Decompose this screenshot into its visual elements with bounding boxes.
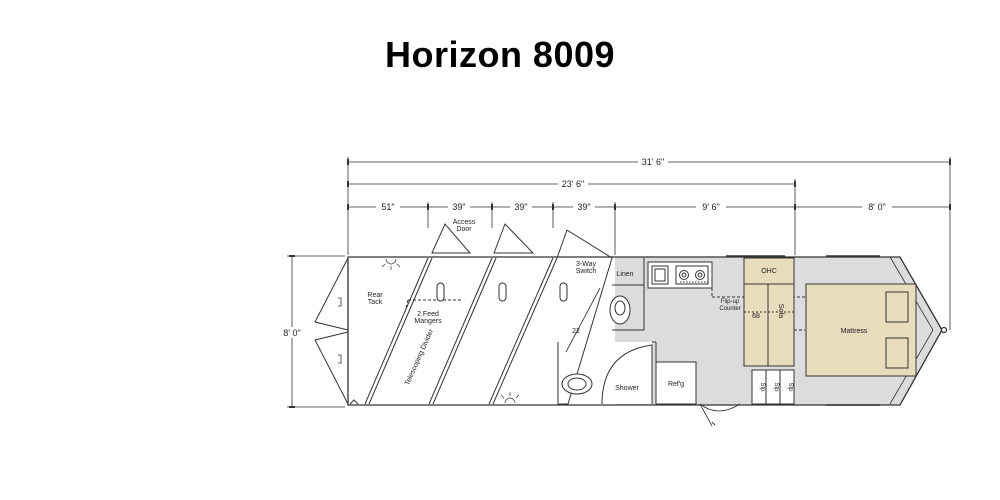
label-shower: Shower: [615, 385, 639, 392]
light-fixtures: [349, 258, 520, 405]
shower-pan-icon: [561, 373, 593, 395]
stall-dividers: [364, 229, 613, 405]
dim-horse-area: 23' 6": [562, 179, 584, 189]
dim-overall: 31' 6": [642, 157, 664, 167]
feed-mangers: [436, 282, 568, 302]
dim-width: 8' 0": [283, 328, 300, 338]
label-step-2: Stp: [773, 382, 779, 392]
label-flipup-2: Counter: [719, 306, 740, 312]
toilet-icon: [609, 295, 631, 325]
windows: [726, 255, 880, 406]
dim-gooseneck: 8' 0": [868, 202, 885, 212]
trailer-shell: [347, 256, 948, 406]
label-68: 68: [752, 313, 760, 320]
label-three-way-switch-2: Switch: [576, 268, 597, 275]
label-ohc: OHC: [761, 268, 777, 275]
label-flipup-1: Flip-up: [721, 299, 740, 305]
dim-rear-tack: 51": [381, 202, 394, 212]
label-step-3: Stp: [787, 382, 793, 392]
bathroom-area: [558, 342, 652, 404]
label-22: 22: [572, 328, 580, 335]
dimension-ticks: [289, 159, 951, 408]
kitchen-counter: [647, 261, 805, 298]
label-rear-tack-1: Rear: [367, 292, 383, 299]
sofa-area: [743, 257, 805, 367]
label-telescoping-divider: Telescoping Divider: [404, 328, 435, 387]
label-feed-mangers-2: Mangers: [414, 318, 442, 325]
label-feed-mangers-1: 2 Feed: [417, 311, 439, 318]
page-title: Horizon 8009: [384, 34, 616, 75]
label-step-1: Stp: [759, 382, 765, 392]
rear-doors: [314, 257, 349, 405]
label-access-door-2: Door: [456, 226, 472, 233]
label-rear-tack-2: Tack: [368, 299, 383, 306]
label-refg: Ref'g: [668, 381, 684, 388]
label-sofa: Sofa: [777, 304, 784, 319]
label-mattress: Mattress: [841, 328, 868, 335]
label-access-door-1: Access: [453, 219, 476, 226]
dim-stall-3: 39": [577, 202, 590, 212]
steps: [751, 369, 795, 405]
dim-living-quarters: 9' 6": [702, 202, 719, 212]
lq-walls: [601, 258, 741, 427]
label-linen: Linen: [616, 271, 633, 278]
dim-stall-1: 39": [452, 202, 465, 212]
mattress: [805, 283, 917, 377]
access-doors: [431, 223, 535, 254]
dim-stall-2: 39": [514, 202, 527, 212]
dimension-labels: 31' 6" 23' 6" 51" 39" 39" 39" 9' 6" 8' 0…: [279, 156, 892, 338]
label-three-way-switch-1: 3-Way: [576, 261, 596, 268]
